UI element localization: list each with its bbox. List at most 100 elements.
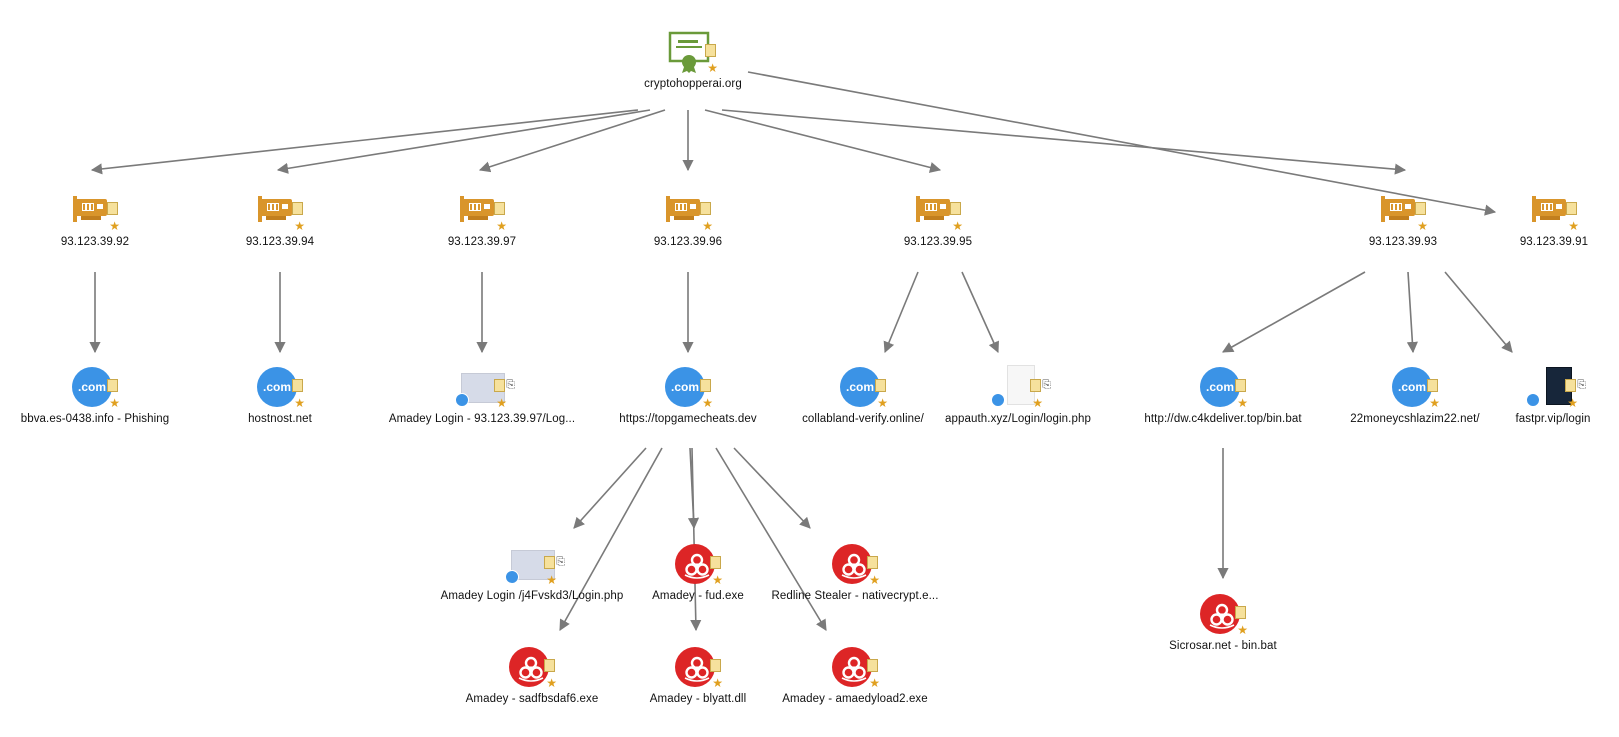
- node-icon-m_blyatt: ★: [673, 645, 723, 689]
- biohazard-icon: [1200, 594, 1240, 634]
- domain-icon: .com: [665, 367, 705, 407]
- node-u_amadeyj4[interactable]: ⎘★Amadey Login /j4Fvskd3/Login.php: [422, 542, 642, 602]
- network-card-icon: [72, 190, 112, 231]
- edge-ip95-to-u_appauth: [961, 271, 999, 354]
- node-m_blyatt[interactable]: ★ Amadey - blyatt.dll: [588, 645, 808, 705]
- biohazard-icon: [832, 647, 872, 687]
- pin-icon: ★: [546, 676, 557, 690]
- node-d_collab[interactable]: .com★collabland-verify.online/: [753, 365, 973, 425]
- note-icon: [292, 202, 303, 215]
- node-u_appauth[interactable]: ⎘★appauth.xyz/Login/login.php: [908, 365, 1128, 425]
- node-ip94[interactable]: ★93.123.39.94: [170, 188, 390, 248]
- node-icon-ip93: ★: [1378, 188, 1428, 232]
- webpage-thumbnail-icon: [1007, 365, 1035, 405]
- pin-icon: ★: [109, 219, 120, 233]
- node-d_topgame[interactable]: .com★https://topgamecheats.dev: [578, 365, 798, 425]
- edge-ip95-to-d_collab: [883, 271, 919, 354]
- node-icon-ip91: ★: [1529, 188, 1579, 232]
- globe-icon: [455, 393, 469, 407]
- node-icon-m_redline: ★: [830, 542, 880, 586]
- node-label: 93.123.39.92: [60, 236, 130, 248]
- pin-icon: ★: [496, 219, 507, 233]
- edge-d_topgame-to-u_amadeyj4: [573, 447, 647, 529]
- edge-root-to-ip94: [276, 109, 651, 174]
- node-label: Redline Stealer - nativecrypt.e...: [771, 590, 939, 602]
- node-icon-m_amaedy: ★: [830, 645, 880, 689]
- network-card-icon: [257, 190, 297, 231]
- node-label: 22moneycshlazim22.net/: [1350, 413, 1480, 425]
- pin-icon: ★: [702, 219, 713, 233]
- node-m_amaedy[interactable]: ★ Amadey - amaedyload2.exe: [745, 645, 965, 705]
- pin-icon: ★: [712, 676, 723, 690]
- network-card-icon: [665, 190, 705, 231]
- node-ip97[interactable]: ★ 93.123.39.97: [372, 188, 592, 248]
- pin-icon: ★: [707, 61, 718, 75]
- paperclip-icon: ⎘: [556, 556, 565, 568]
- note-icon: [1235, 606, 1246, 619]
- domain-icon: .com: [257, 367, 297, 407]
- pin-icon: ★: [1237, 396, 1248, 410]
- node-label: 93.123.39.93: [1368, 236, 1438, 248]
- node-ip96[interactable]: ★93.123.39.96: [578, 188, 798, 248]
- node-icon-ip96: ★: [663, 188, 713, 232]
- edge-ip93-to-d_22money: [1406, 271, 1418, 354]
- pin-icon: ★: [496, 396, 507, 410]
- node-m_sadf[interactable]: ★Amadey - sadfbsdaf6.exe: [422, 645, 642, 705]
- node-u_fastpr[interactable]: ⎘★fastpr.vip/login: [1443, 365, 1619, 425]
- node-label: cryptohopperai.org: [644, 78, 742, 90]
- node-d_bbva[interactable]: .com★bbva.es-0438.info - Phishing: [0, 365, 205, 425]
- node-d_dw[interactable]: .com★http://dw.c4kdeliver.top/bin.bat: [1113, 365, 1333, 425]
- node-label: http://dw.c4kdeliver.top/bin.bat: [1144, 413, 1302, 425]
- note-icon: [494, 379, 505, 392]
- pin-icon: ★: [294, 219, 305, 233]
- globe-icon: [991, 393, 1005, 407]
- note-icon: [107, 379, 118, 392]
- node-m_fud[interactable]: ★Amadey - fud.exe: [588, 542, 808, 602]
- node-ip91[interactable]: ★93.123.39.91: [1444, 188, 1619, 248]
- note-icon: [1566, 202, 1577, 215]
- edge-d_topgame-to-m_amaedy: [715, 447, 827, 631]
- domain-icon: .com: [840, 367, 880, 407]
- node-label: collabland-verify.online/: [802, 413, 924, 425]
- note-icon: [700, 202, 711, 215]
- edge-d_topgame-to-m_redline: [733, 447, 811, 529]
- pin-icon: ★: [1032, 396, 1043, 410]
- node-icon-ip94: ★: [255, 188, 305, 232]
- note-icon: [292, 379, 303, 392]
- node-ip95[interactable]: ★93.123.39.95: [828, 188, 1048, 248]
- paperclip-icon: ⎘: [506, 379, 515, 391]
- node-label: Sicrosar.net - bin.bat: [1169, 640, 1277, 652]
- note-icon: [494, 202, 505, 215]
- pin-icon: ★: [1429, 396, 1440, 410]
- note-icon: [950, 202, 961, 215]
- node-icon-root: ★: [668, 30, 718, 74]
- edge-ip93-to-u_fastpr: [1444, 271, 1513, 353]
- node-label: 93.123.39.97: [447, 236, 517, 248]
- node-label: Amadey - blyatt.dll: [649, 693, 747, 705]
- node-u_amadey97[interactable]: ⎘★Amadey Login - 93.123.39.97/Log...: [372, 365, 592, 425]
- node-icon-u_appauth: ⎘★: [991, 365, 1051, 410]
- domain-icon: .com: [72, 367, 112, 407]
- node-icon-d_topgame: .com★: [663, 365, 713, 409]
- node-ip92[interactable]: ★ 93.123.39.92: [0, 188, 205, 248]
- node-icon-u_fastpr: ⎘★: [1526, 365, 1586, 409]
- node-root[interactable]: ★ cryptohopperai.org: [583, 30, 803, 90]
- node-ip93[interactable]: ★ 93.123.39.93: [1293, 188, 1513, 248]
- node-d_hostnost[interactable]: .com★hostnost.net: [170, 365, 390, 425]
- node-icon-u_amadey97: ⎘★: [455, 365, 515, 410]
- node-label: Amadey Login - 93.123.39.97/Log...: [388, 413, 576, 425]
- edge-root-to-ip97: [478, 109, 666, 173]
- note-icon: [700, 379, 711, 392]
- pin-icon: ★: [869, 573, 880, 587]
- edge-root-to-ip95: [704, 109, 942, 173]
- globe-icon: [1526, 393, 1540, 407]
- node-icon-m_sadf: ★: [507, 645, 557, 689]
- pin-icon: ★: [712, 573, 723, 587]
- edge-root-to-ip92: [90, 109, 639, 175]
- note-icon: [867, 659, 878, 672]
- node-label: Amadey - amaedyload2.exe: [782, 693, 928, 705]
- node-m_sicrosar[interactable]: ★Sicrosar.net - bin.bat: [1113, 592, 1333, 652]
- node-d_22money[interactable]: .com★22moneycshlazim22.net/: [1305, 365, 1525, 425]
- pin-icon: ★: [702, 396, 713, 410]
- node-m_redline[interactable]: ★ Redline Stealer - nativecrypt.e...: [745, 542, 965, 602]
